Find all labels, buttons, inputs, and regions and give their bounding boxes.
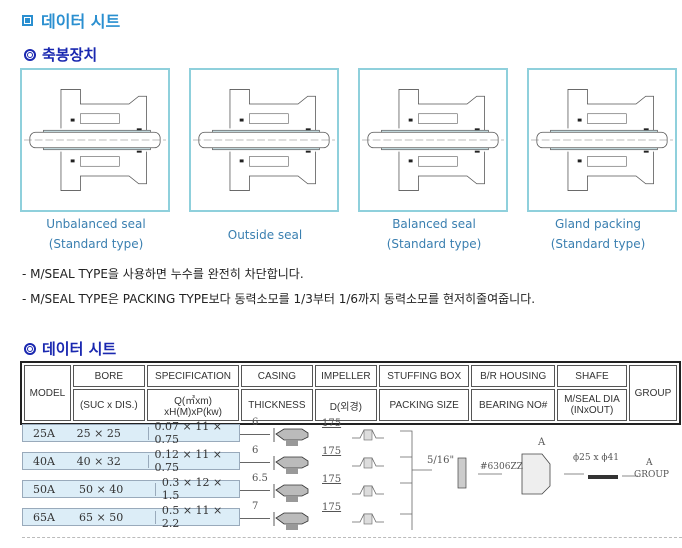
group-label: GROUP	[634, 470, 669, 480]
packing-size: 5/16"	[427, 455, 455, 466]
square-bullet-icon	[22, 14, 33, 26]
table-row: 40A 40 × 32 0.12 × 11 × 0.75	[22, 448, 240, 474]
connector	[240, 434, 270, 435]
table-row: 65A 65 × 50 0.5 × 11 × 2.2	[22, 504, 240, 530]
header-stuffing: STUFFING BOX	[379, 365, 470, 387]
table-row: 50A 50 × 40 0.3 × 12 × 1.5	[22, 476, 240, 502]
header-casing: CASING	[241, 365, 313, 387]
row-impeller: 175	[322, 502, 342, 513]
housing-label: A	[538, 437, 546, 448]
divider	[22, 537, 682, 538]
row-bore: 25 × 25	[67, 426, 149, 440]
section-title-text: 축봉장치	[42, 46, 98, 64]
circle-bullet-icon	[24, 342, 36, 355]
row-impeller: 175	[322, 446, 342, 457]
header-group: GROUP	[628, 365, 677, 421]
note-2: - M/SEAL TYPE은 PACKING TYPE보다 동력소모를 1/3부…	[22, 292, 536, 306]
shaft-icon	[588, 475, 618, 479]
seal-diagram-balanced	[358, 68, 508, 212]
impeller-icon	[352, 429, 384, 441]
shafe-sub-b: (INxOUT)	[570, 405, 614, 416]
connector	[240, 462, 270, 463]
header-bore: BORE	[72, 365, 145, 387]
spec-sub-a: Q(㎥xm)	[174, 396, 212, 407]
header-bore-sub: (SUC x DIS.)	[72, 389, 145, 421]
bearing-housing-icon	[521, 453, 551, 495]
header-spec-sub: Q(㎥xm)xH(M)xP(kw)	[146, 389, 240, 421]
row-thickness: 6	[252, 417, 259, 428]
caption-outside: Outside seal	[185, 225, 345, 245]
caption-sub: (Standard type)	[48, 237, 144, 251]
connector	[240, 490, 270, 491]
header-casing-sub: THICKNESS	[241, 389, 313, 421]
impeller-icon	[352, 513, 384, 525]
impeller-icon	[352, 485, 384, 497]
header-spec: SPECIFICATION	[146, 365, 240, 387]
seal-diagram-unbalanced	[20, 68, 170, 212]
row-model: 25A	[33, 426, 55, 440]
group-a: A	[646, 458, 653, 468]
spec-sub-b: xH(M)xP(kw)	[164, 407, 222, 418]
casing-icon	[273, 428, 309, 446]
row-bore: 65 × 50	[69, 510, 156, 524]
stuffing-box-icon	[457, 457, 467, 489]
caption-title: Unbalanced seal	[46, 217, 146, 231]
row-impeller: 175	[322, 474, 342, 485]
header-shafe-sub: M/SEAL DIA(INxOUT)	[557, 389, 627, 421]
casing-icon	[273, 484, 309, 502]
note-1: - M/SEAL TYPE을 사용하면 누수를 완전히 차단합니다.	[22, 267, 304, 281]
caption-title: Gland packing	[554, 217, 642, 231]
header-impeller-sub: D(외경)	[314, 389, 378, 421]
row-thickness: 6.5	[252, 473, 268, 484]
row-bore: 40 × 32	[67, 454, 149, 468]
circle-bullet-icon	[24, 48, 36, 61]
caption-sub: (Standard type)	[386, 237, 482, 251]
caption-sub: (Standard type)	[550, 237, 646, 251]
component-diagram	[400, 430, 638, 530]
section-title-seal: 축봉장치	[24, 44, 97, 65]
impeller-icon	[352, 457, 384, 469]
header-model: MODEL	[24, 365, 71, 421]
row-model: 50A	[33, 482, 55, 496]
header-housing: B/R HOUSING	[471, 365, 556, 387]
row-model: 65A	[33, 510, 55, 524]
seal-diagram-gland-packing	[527, 68, 677, 212]
spec-header-table: MODEL BORE SPECIFICATION CASING IMPELLER…	[20, 361, 681, 425]
section-title-datasheet: 데이터 시트	[24, 338, 116, 359]
table-row: 25A 25 × 25 0.07 × 11 × 0.75	[22, 420, 240, 446]
row-bore: 50 × 40	[69, 482, 156, 496]
row-model: 40A	[33, 454, 55, 468]
page-title: 데이터 시트	[22, 8, 120, 32]
page-title-text: 데이터 시트	[41, 12, 121, 31]
header-housing-sub: BEARING NO#	[471, 389, 556, 421]
shafe-sub-a: M/SEAL DIA	[564, 394, 620, 405]
casing-icon	[273, 456, 309, 474]
casing-icon	[273, 512, 309, 530]
row-spec: 0.12 × 11 × 0.75	[154, 448, 222, 474]
row-impeller: 175	[322, 418, 342, 429]
bearing-no: #6306ZZ	[480, 462, 523, 472]
caption-gland: Gland packing (Standard type)	[518, 214, 678, 254]
caption-balanced: Balanced seal (Standard type)	[354, 214, 514, 254]
caption-title: Balanced seal	[392, 217, 476, 231]
seal-diagram-outside	[189, 68, 339, 212]
connector	[240, 518, 270, 519]
row-thickness: 6	[252, 445, 259, 456]
row-spec: 0.5 × 11 × 2.2	[161, 504, 223, 530]
row-spec: 0.07 × 11 × 0.75	[154, 420, 222, 446]
caption-title: Outside seal	[227, 228, 303, 242]
section-title-text: 데이터 시트	[42, 340, 117, 358]
shaft-dia: ϕ25 x ϕ41	[573, 453, 619, 463]
row-spec: 0.3 × 12 × 1.5	[161, 476, 223, 502]
header-impeller: IMPELLER	[314, 365, 378, 387]
header-stuffing-sub: PACKING SIZE	[379, 389, 470, 421]
row-thickness: 7	[252, 501, 259, 512]
caption-unbalanced: Unbalanced seal (Standard type)	[16, 214, 176, 254]
header-shafe: SHAFE	[557, 365, 627, 387]
